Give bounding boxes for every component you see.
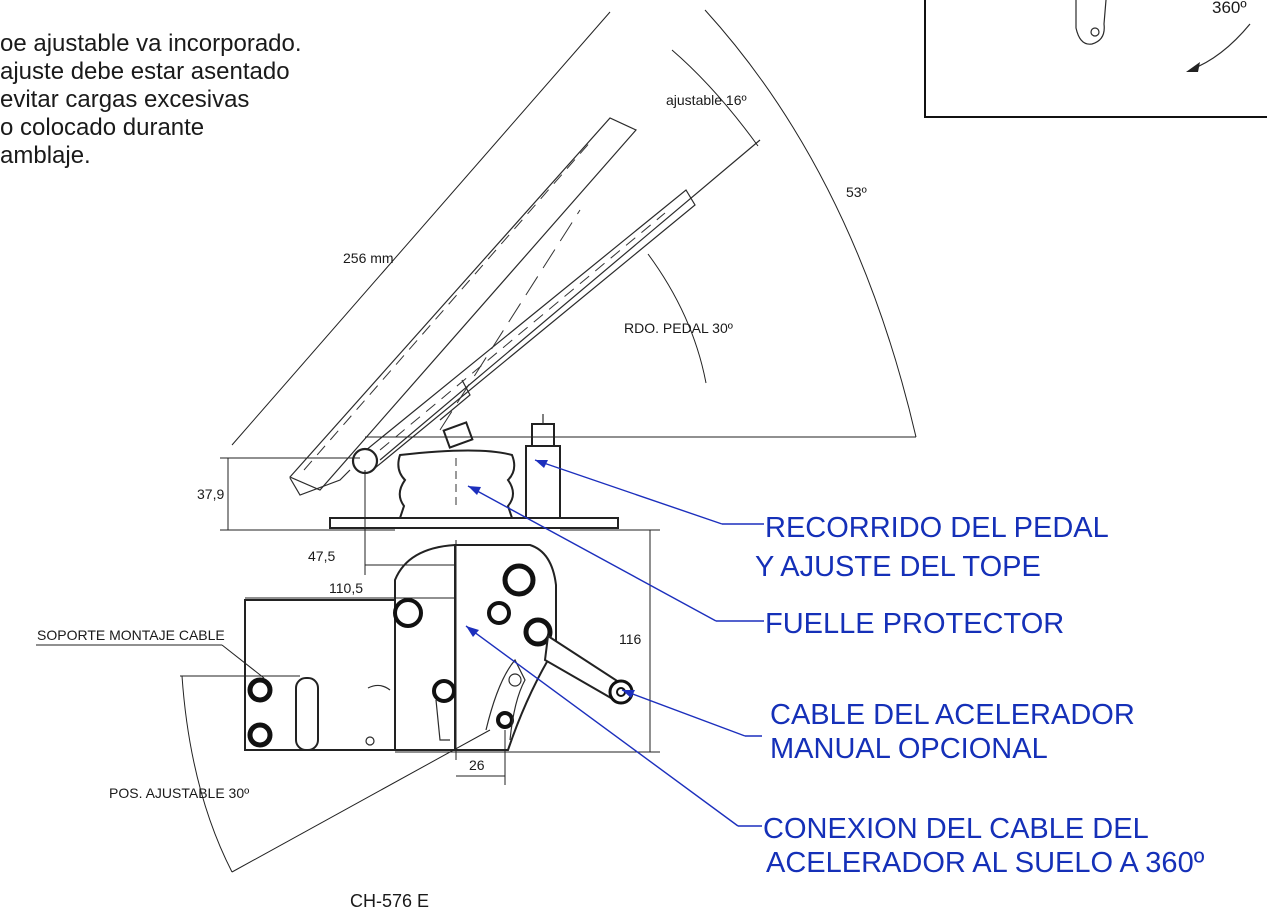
leader-manual-cable-arrow [622, 690, 635, 698]
intro-line-3: evitar cargas excesivas [0, 86, 250, 113]
intro-line-1: oe ajustable va incorporado. [0, 30, 302, 57]
leader-pedal-travel-arrow [535, 460, 548, 468]
cable-mount-bracket [244, 599, 396, 751]
housing-bolt-top [502, 563, 536, 597]
stop-screw-head [531, 423, 555, 447]
intro-note: oe ajustable va incorporado. ajuste debe… [0, 30, 420, 170]
stop-screw-body [525, 445, 561, 519]
dim-pedal-length-label: 256 mm [343, 250, 394, 266]
inset-lever-outline [1075, 0, 1107, 45]
manual-cable-pin [616, 687, 626, 697]
bracket-nut-top [247, 677, 273, 703]
bracket-slot [295, 677, 319, 751]
callout-manual-cable-line-2: MANUAL OPCIONAL [770, 733, 1048, 765]
dim-height-label: 37,9 [197, 486, 224, 502]
base-plate [329, 517, 619, 529]
floor-cable-link [485, 658, 526, 741]
dim-mount-angle-label: POS. AJUSTABLE 30º [109, 785, 249, 801]
floor-cable-pin [496, 711, 514, 729]
pedal-plate-upper [288, 117, 637, 491]
pedal-centerline [439, 209, 581, 431]
inset-angle-label: 360º [1212, 0, 1247, 17]
stop-block [442, 421, 474, 449]
leader-floor-cable [465, 625, 739, 827]
housing-bolt-right [523, 617, 553, 647]
housing-bolt-left [393, 598, 423, 628]
pedal-plate-mid [379, 139, 761, 461]
dim-pedal-length-line [231, 11, 611, 446]
dim-total-angle-arc [704, 9, 917, 438]
dim-body-height-label: 116 [619, 631, 642, 647]
cable-clamp-bolt [432, 679, 456, 703]
dim-travel-label: RDO. PEDAL 30º [624, 320, 733, 336]
leader-pedal-travel [534, 459, 723, 525]
callout-floor-cable-line-1: CONEXION DEL CABLE DEL [763, 813, 1149, 845]
housing-left [394, 543, 456, 751]
inset-lever-hole [1090, 27, 1100, 37]
link-hole [508, 673, 522, 687]
pedal-assembly [244, 117, 761, 751]
housing-bolt-mid [487, 601, 511, 625]
pedal-heel [289, 469, 351, 496]
leader-manual-cable [621, 689, 746, 737]
callout-bellows: FUELLE PROTECTOR [765, 608, 1064, 640]
dim-travel-arc [647, 253, 707, 384]
dim-adjustable-label: ajustable 16º [666, 92, 747, 108]
bracket-label-leader [221, 644, 265, 679]
intro-line-5: amblaje. [0, 142, 91, 169]
leader-bellows-arrow [468, 486, 481, 495]
pedal-arm [439, 379, 471, 421]
dim-total-angle-label: 53º [846, 184, 867, 200]
pedal-plate-grip-lower [379, 212, 666, 451]
inset-arrowhead [1186, 62, 1200, 72]
cable-clamp [435, 699, 450, 741]
dim-offset-a-label: 47,5 [308, 548, 335, 564]
inset-frame [924, 0, 1267, 118]
pedal-pivot [351, 447, 379, 475]
callout-manual-cable-line-1: CABLE DEL ACELERADOR [770, 699, 1135, 731]
dim-bottom-width-label: 26 [469, 757, 485, 773]
dimension-lines [36, 9, 917, 873]
callout-leaders [465, 459, 764, 827]
leader-floor-cable-arrow [466, 626, 479, 637]
drawing-code: CH-576 E [350, 891, 429, 911]
bracket-nut-bottom [247, 722, 273, 748]
dim-adjustable-arc [671, 49, 759, 147]
bracket-small-slot [367, 684, 391, 691]
dim-mount-angle-arc [181, 675, 233, 873]
intro-line-4: o colocado durante [0, 114, 205, 141]
dim-offset-b-label: 110,5 [329, 580, 363, 596]
callout-pedal-travel-line-2: Y AJUSTE DEL TOPE [755, 551, 1041, 583]
inset-detail: 360º [924, 0, 1267, 118]
cable-bracket-label: SOPORTE MONTAJE CABLE [37, 627, 225, 643]
bracket-hole [365, 736, 375, 746]
pedal-plate-hidden-edge [303, 139, 593, 471]
intro-line-2: ajuste debe estar asentado [0, 58, 290, 85]
leader-bellows [467, 485, 717, 622]
callout-floor-cable-line-2: ACELERADOR AL SUELO A 360º [766, 847, 1205, 879]
callout-pedal-travel-line-1: RECORRIDO DEL PEDAL [765, 512, 1109, 544]
dim-mount-angle-leg [231, 729, 491, 873]
